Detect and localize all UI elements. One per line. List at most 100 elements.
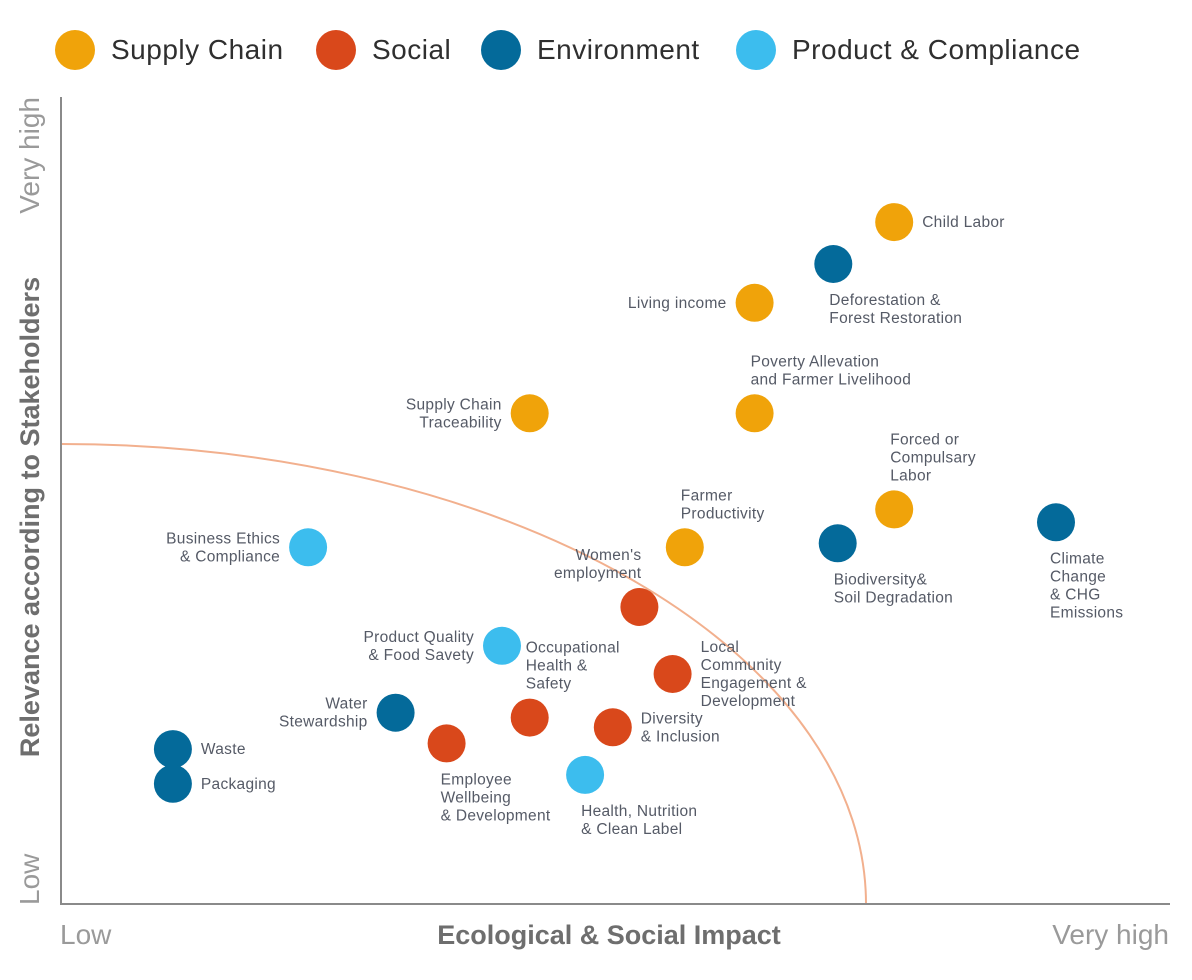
label-line: Biodiversity&	[834, 571, 928, 588]
marker-deforestation-forest-restoration	[814, 245, 853, 283]
label-line: Local	[701, 639, 740, 656]
point-packaging: Packaging	[153, 764, 276, 803]
marker-local-community-engagement-development	[653, 655, 692, 693]
marker-women-s-employment	[620, 588, 659, 626]
marker-biodiversity-soil-degradation	[818, 524, 857, 563]
marker-employee-wellbeing-development	[427, 724, 466, 763]
label-health-nutrition-clean-label: Health, Nutrition& Clean Label	[581, 803, 697, 838]
label-line: & Compliance	[180, 548, 280, 565]
legend-swatch-supply-chain	[55, 30, 95, 70]
label-line: Compulsary	[890, 449, 976, 466]
threshold-curve	[60, 443, 867, 905]
label-line: Health, Nutrition	[581, 803, 697, 820]
label-line: and Farmer Livelihood	[751, 371, 912, 388]
marker-health-nutrition-clean-label	[566, 755, 605, 794]
marker-supply-chain-traceability	[510, 394, 549, 433]
label-line: & CHG	[1050, 586, 1101, 603]
label-line: Stewardship	[279, 714, 368, 731]
legend-swatch-product-compliance	[736, 30, 776, 70]
label-line: Forced or	[890, 431, 959, 448]
label-line: Emissions	[1050, 604, 1123, 621]
marker-occupational-health-safety	[510, 698, 549, 737]
label-line: Development	[701, 693, 796, 710]
label-line: Employee	[441, 771, 512, 788]
label-line: Diversity	[641, 710, 703, 727]
label-line: Forest Restoration	[829, 310, 962, 327]
label-business-ethics-compliance: Business Ethics& Compliance	[166, 530, 280, 565]
label-line: & Inclusion	[641, 728, 720, 745]
y-axis-title: Relevance according to Stakeholders	[15, 277, 45, 757]
label-line: Safety	[526, 676, 572, 693]
x-axis-high-label: Very high	[1052, 919, 1169, 950]
legend-item-supply-chain: Supply Chain	[55, 30, 284, 70]
label-biodiversity-soil-degradation: Biodiversity&Soil Degradation	[834, 571, 953, 606]
legend: Supply Chain Social Environment Product …	[0, 0, 1192, 100]
legend-label-supply-chain: Supply Chain	[111, 34, 284, 65]
point-product-quality-food-savety: Product Quality& Food Savety	[364, 626, 521, 665]
marker-child-labor	[875, 203, 914, 242]
label-line: Packaging	[201, 776, 276, 793]
marker-farmer-productivity	[665, 528, 704, 567]
legend-label-environment: Environment	[537, 34, 700, 65]
marker-poverty-allevation-and-farmer-livelihood	[735, 394, 774, 433]
label-line: Water	[325, 696, 367, 713]
label-line: Business Ethics	[166, 530, 280, 547]
legend-item-product-compliance: Product & Compliance	[736, 30, 1081, 70]
label-deforestation-forest-restoration: Deforestation &Forest Restoration	[829, 292, 962, 327]
label-product-quality-food-savety: Product Quality& Food Savety	[364, 629, 474, 664]
label-packaging: Packaging	[201, 776, 276, 793]
label-line: & Food Savety	[368, 647, 474, 664]
point-diversity-inclusion: Diversity& Inclusion	[593, 708, 720, 747]
point-child-labor: Child Labor	[875, 203, 1004, 242]
legend-label-product-compliance: Product & Compliance	[792, 34, 1081, 65]
y-axis-low-label: Low	[14, 853, 45, 905]
marker-forced-or-compulsary-labor	[875, 490, 914, 529]
label-line: Labor	[890, 467, 931, 484]
point-business-ethics-compliance: Business Ethics& Compliance	[166, 528, 328, 567]
legend-label-social: Social	[372, 34, 452, 65]
legend-swatch-social	[316, 30, 356, 70]
x-axis-title: Ecological & Social Impact	[437, 920, 781, 950]
marker-product-quality-food-savety	[483, 626, 521, 665]
label-line: Climate	[1050, 550, 1105, 567]
label-line: Change	[1050, 568, 1106, 585]
legend-item-social: Social	[316, 30, 451, 70]
label-line: Women's	[575, 547, 641, 564]
marker-diversity-inclusion	[593, 708, 632, 747]
marker-climate-change-chg-emissions	[1037, 503, 1075, 542]
marker-business-ethics-compliance	[289, 528, 328, 567]
label-line: Farmer	[681, 487, 733, 504]
label-line: employment	[554, 565, 642, 582]
label-line: Soil Degradation	[834, 589, 953, 606]
label-line: & Clean Label	[581, 821, 682, 838]
label-line: Deforestation &	[829, 292, 941, 309]
label-line: Health &	[526, 658, 588, 675]
point-health-nutrition-clean-label: Health, Nutrition& Clean Label	[566, 755, 697, 838]
legend-swatch-environment	[481, 30, 521, 70]
label-diversity-inclusion: Diversity& Inclusion	[641, 710, 720, 745]
label-line: Product Quality	[364, 629, 474, 646]
point-waste: Waste	[153, 730, 245, 769]
marker-waste	[153, 730, 192, 769]
point-biodiversity-soil-degradation: Biodiversity&Soil Degradation	[818, 524, 953, 606]
y-axis-high-label: Very high	[14, 97, 45, 214]
